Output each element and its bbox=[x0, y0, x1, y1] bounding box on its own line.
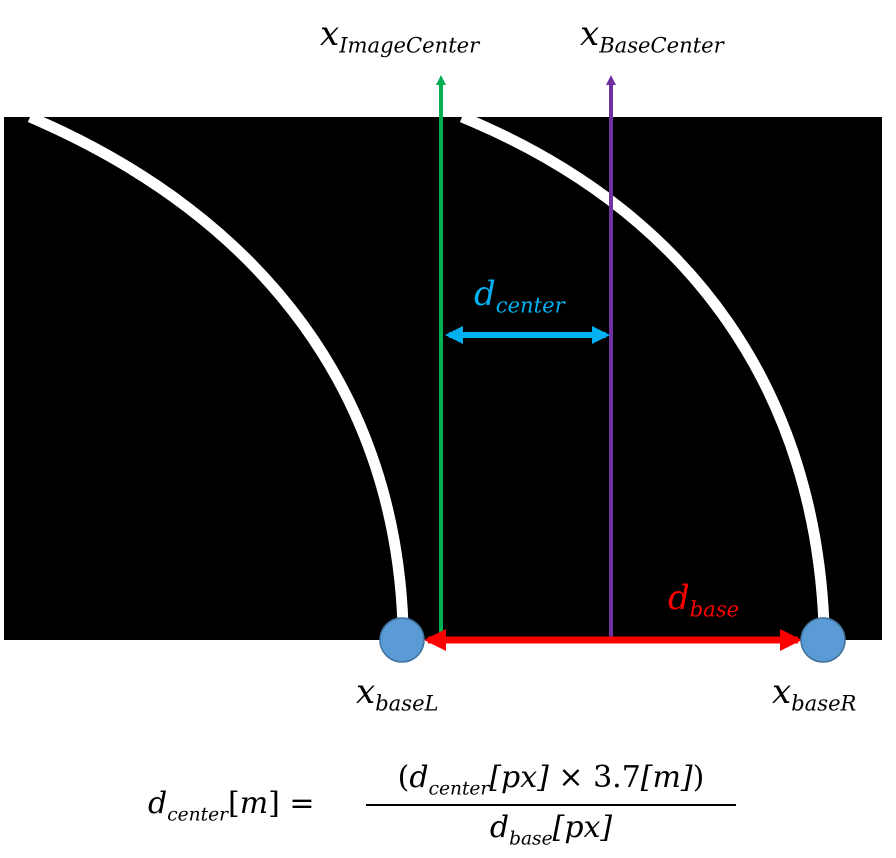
label-x-image-center: xImageCenter bbox=[320, 14, 479, 57]
formula-den-unit: [px] bbox=[552, 810, 613, 845]
formula-num-m-unit: [m] bbox=[640, 760, 693, 795]
formula-denominator: dbase[px] bbox=[366, 810, 736, 849]
left-base-point bbox=[379, 617, 425, 663]
label-x-base-l: xbaseL bbox=[356, 672, 439, 715]
left-lane-line bbox=[27, 111, 409, 626]
formula-lhs-unit: m bbox=[239, 786, 269, 821]
label-x-base-center-sub: BaseCenter bbox=[599, 32, 724, 58]
formula-fraction-bar bbox=[366, 804, 736, 806]
label-x-base-center: xBaseCenter bbox=[580, 14, 724, 57]
right-base-point bbox=[800, 617, 846, 663]
formula-num-times: × 3.7 bbox=[548, 760, 641, 795]
formula-num-unit: [px] bbox=[489, 760, 549, 795]
label-x-base-l-base: x bbox=[356, 672, 376, 712]
label-x-image-center-sub: ImageCenter bbox=[339, 32, 480, 58]
formula-numerator: (dcenter[px] × 3.7[m]) bbox=[366, 760, 736, 799]
label-d-center: dcenter bbox=[474, 274, 565, 317]
label-x-base-r-sub: baseR bbox=[791, 690, 857, 716]
label-d-base-sub: base bbox=[689, 596, 740, 622]
label-x-base-center-base: x bbox=[580, 14, 600, 54]
formula-num-sub: center bbox=[428, 778, 490, 800]
formula-den-var: d bbox=[489, 810, 510, 845]
label-x-base-r: xbaseR bbox=[772, 672, 856, 715]
label-x-base-l-sub: baseL bbox=[375, 690, 439, 716]
label-x-base-r-base: x bbox=[772, 672, 792, 712]
label-d-base-base: d bbox=[668, 578, 690, 618]
formula-den-sub: base bbox=[509, 828, 553, 850]
label-d-base: dbase bbox=[668, 578, 739, 621]
formula-lhs-var: d bbox=[148, 786, 168, 821]
formula-lhs-bracket-close: ] = bbox=[268, 786, 315, 821]
right-lane-line bbox=[459, 111, 830, 626]
formula-num-var: d bbox=[409, 760, 429, 795]
formula-num-paren-close: ) bbox=[692, 760, 705, 795]
label-d-center-base: d bbox=[474, 274, 496, 314]
formula-lhs-bracket-open: [ bbox=[227, 786, 240, 821]
formula-lhs: dcenter[m] = bbox=[148, 786, 315, 825]
label-x-image-center-base: x bbox=[320, 14, 340, 54]
formula-lhs-sub: center bbox=[167, 804, 228, 826]
formula-num-paren-open: ( bbox=[397, 760, 410, 795]
label-d-center-sub: center bbox=[495, 292, 565, 318]
